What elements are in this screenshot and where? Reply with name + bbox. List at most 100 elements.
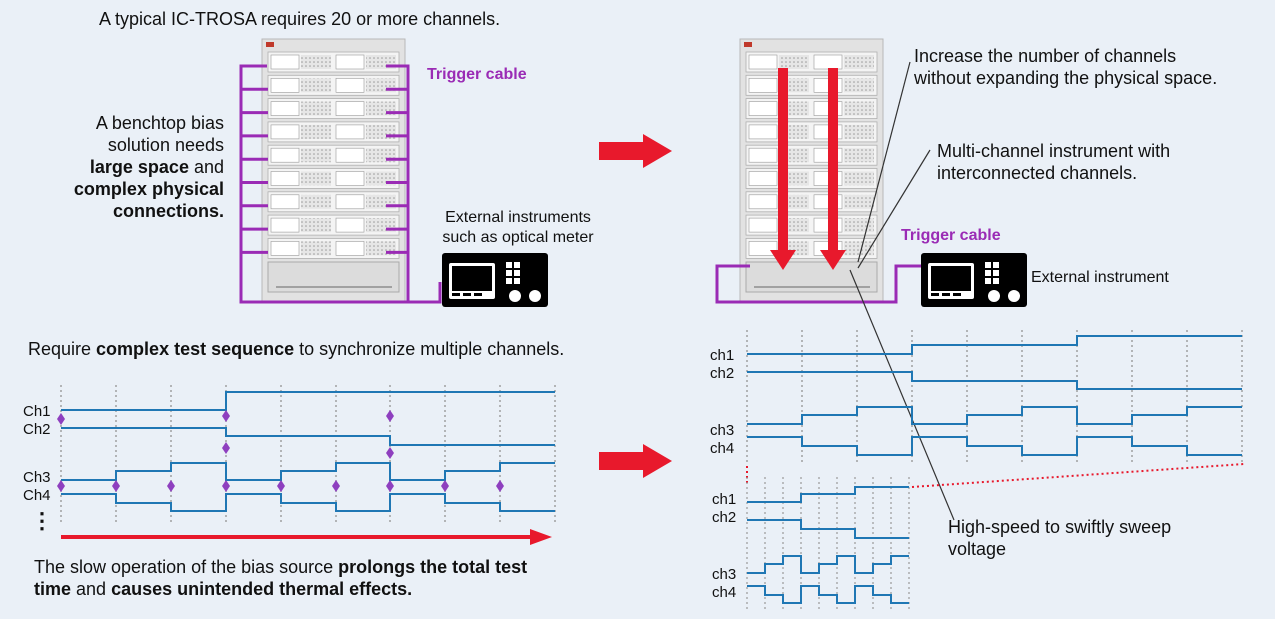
right-arrow-icon <box>599 134 672 478</box>
left-header: A typical IC-TROSA requires 20 or more c… <box>99 9 501 29</box>
module-display <box>335 147 365 163</box>
bias-note-line5: connections. <box>40 200 224 222</box>
module-display <box>748 217 778 233</box>
diamond-marker-icon <box>112 480 120 492</box>
trigger-cable-label-right: Trigger cable <box>901 227 1001 244</box>
instrument-icon-right <box>921 253 1027 307</box>
slow-note: The slow operation of the bias source pr… <box>34 556 527 600</box>
module-display <box>335 241 365 256</box>
callout-multichannel: Multi-channel instrument with interconne… <box>937 140 1170 184</box>
module-keypad <box>301 78 331 93</box>
ch4-label-zoom: ch4 <box>712 584 737 601</box>
bias-note-line4: complex physical <box>40 178 224 200</box>
module-display <box>335 194 365 210</box>
high-speed-line2: voltage <box>948 539 1007 559</box>
high-speed-line1: High-speed to swiftly sweep <box>948 517 1172 537</box>
diamond-marker-icon <box>57 413 65 425</box>
channel-trace <box>747 519 909 539</box>
module-display <box>748 241 778 256</box>
bias-note-large-space: large space <box>89 157 189 177</box>
external-instruments-label: External instruments such as optical met… <box>433 208 603 248</box>
module-keypad <box>301 171 331 186</box>
diamond-marker-icon <box>332 480 340 492</box>
diamond-marker-icon <box>386 447 394 459</box>
module-keypad <box>844 241 874 256</box>
slow-note-bold3: causes unintended thermal effects. <box>111 579 413 599</box>
ch3-label-zoom: ch3 <box>712 566 737 583</box>
slow-note-bold1: prolongs the total test <box>338 557 528 577</box>
slow-note-part2: and <box>71 579 112 599</box>
timing-diagram-right <box>746 330 1245 612</box>
slow-note-part1: The slow operation of the bias source <box>34 557 339 577</box>
module-display <box>748 54 778 70</box>
callout-channels-line1: Increase the number of channels <box>914 46 1177 66</box>
channel-trace <box>747 406 1242 425</box>
module-keypad <box>844 101 874 116</box>
diamond-marker-icon <box>222 410 230 422</box>
callout-channels: Increase the number of channels without … <box>914 45 1217 89</box>
channel-trace <box>61 391 555 411</box>
down-arrow-icon <box>770 68 846 270</box>
module-display <box>748 194 778 210</box>
module-keypad <box>844 171 874 186</box>
channel-trace <box>747 555 909 574</box>
trigger-cable-right <box>715 264 922 304</box>
module-keypad <box>301 124 331 139</box>
channel-trace <box>747 585 909 604</box>
ch3-label-left: Ch3 <box>23 469 51 486</box>
ch2-label-left: Ch2 <box>23 421 51 438</box>
diamond-marker-icon <box>57 480 65 492</box>
callout-lines <box>849 61 955 521</box>
module-display <box>270 171 300 186</box>
ch4-label-left: Ch4 <box>23 487 51 504</box>
callout-multichannel-line2: interconnected channels. <box>937 163 1138 183</box>
module-display <box>335 78 365 93</box>
module-display <box>335 54 365 70</box>
trigger-cable-left <box>239 64 442 304</box>
instrument-icon-left <box>442 253 548 307</box>
rack-icon-right <box>739 38 884 304</box>
module-keypad <box>301 55 331 69</box>
ch1-label-left: Ch1 <box>23 403 51 420</box>
ch1-label-right: ch1 <box>710 347 735 364</box>
module-display <box>270 124 300 140</box>
module-display <box>270 101 300 116</box>
bias-note-connections: connections. <box>112 201 224 221</box>
channel-trace <box>61 462 555 481</box>
slow-note-bold2: time <box>34 579 72 599</box>
module-keypad <box>301 101 331 116</box>
bias-note-line3: large space and <box>40 156 224 178</box>
timing-diagram-left <box>57 385 556 545</box>
callout-multichannel-line1: Multi-channel instrument with <box>937 141 1171 161</box>
diamond-marker-icon <box>386 480 394 492</box>
module-display <box>270 78 300 93</box>
module-keypad <box>301 194 331 209</box>
module-display <box>270 54 300 70</box>
module-display <box>270 217 300 233</box>
module-display <box>270 147 300 163</box>
ch3-label-right: ch3 <box>710 422 735 439</box>
rack-icon-left <box>261 38 406 304</box>
callout-channels-line2: without expanding the physical space. <box>914 68 1218 88</box>
channel-trace <box>61 493 555 512</box>
bias-note-and: and <box>188 157 224 177</box>
module-display <box>335 124 365 140</box>
module-display <box>335 101 365 116</box>
external-instrument-label: External instrument <box>1031 269 1169 286</box>
slow-note-line2: time and causes unintended thermal effec… <box>34 578 527 600</box>
sequence-note: Require complex test sequence to synchro… <box>28 338 564 360</box>
more-channels-ellipsis: ⋮ <box>31 508 53 533</box>
bias-note-line1: A benchtop bias <box>95 113 224 133</box>
ch1-label-zoom: ch1 <box>712 491 737 508</box>
channel-trace <box>61 427 555 446</box>
channel-trace <box>747 371 1242 390</box>
module-display <box>748 124 778 140</box>
module-keypad <box>301 218 331 233</box>
diamond-marker-icon <box>222 480 230 492</box>
module-display <box>335 171 365 186</box>
diamond-marker-icon <box>222 442 230 454</box>
diamond-marker-icon <box>441 480 449 492</box>
sequence-note-post: to synchronize multiple channels. <box>294 339 565 359</box>
module-keypad <box>301 148 331 163</box>
